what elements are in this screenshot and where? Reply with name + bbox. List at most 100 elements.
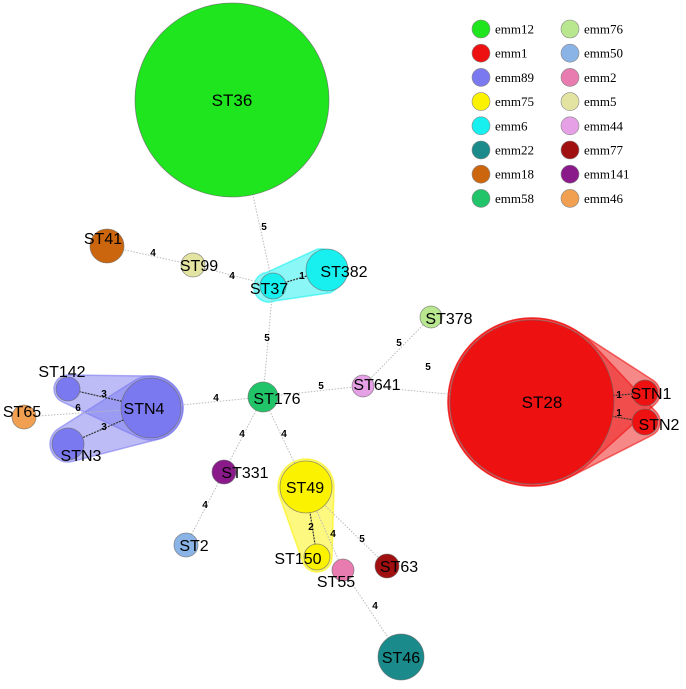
node-label: STN3 [61, 448, 102, 465]
legend-item-emm44: emm44 [560, 116, 623, 136]
legend-label: emm1 [495, 46, 528, 61]
legend-item-emm89: emm89 [471, 68, 534, 87]
legend-swatch [560, 189, 580, 208]
node-label: ST99 [180, 258, 218, 275]
edge-st41-st99 [106, 245, 194, 266]
legend-item-emm1: emm1 [471, 43, 528, 63]
node-label: STN1 [631, 386, 672, 403]
node-stn4[interactable]: STN4 [120, 377, 182, 439]
edge-label: 4 [229, 271, 235, 282]
legend-label: emm75 [495, 94, 534, 109]
node-st55[interactable]: ST55 [317, 558, 355, 591]
node-circle[interactable] [351, 374, 375, 398]
edge-label: 4 [372, 601, 378, 612]
node-st176[interactable]: ST176 [247, 381, 301, 413]
node-circle[interactable] [259, 272, 287, 300]
node-circle[interactable] [374, 553, 400, 579]
node-circle[interactable] [305, 248, 349, 292]
node-st36[interactable]: ST36 [134, 2, 330, 198]
legend-swatch [560, 19, 580, 39]
node-circle[interactable] [211, 459, 237, 485]
node-st63[interactable]: ST63 [374, 553, 418, 579]
node-stn3[interactable]: STN3 [51, 427, 102, 465]
node-circle[interactable] [279, 460, 333, 514]
node-label: STN4 [124, 401, 165, 418]
node-circle[interactable] [180, 252, 206, 278]
node-circle[interactable] [449, 319, 615, 485]
edge-label: 3 [101, 389, 107, 400]
node-circle[interactable] [134, 2, 330, 198]
legend-swatch [471, 164, 491, 184]
legend-item-emm6: emm6 [471, 116, 528, 136]
legend-item-emm75: emm75 [471, 92, 534, 111]
node-circle[interactable] [377, 633, 425, 681]
node-st41[interactable]: ST41 [84, 228, 125, 264]
node-label: ST41 [84, 231, 122, 248]
edge-stn4-st142 [67, 388, 152, 409]
node-circle[interactable] [55, 376, 81, 402]
node-st49[interactable]: ST49 [279, 460, 333, 514]
legend-swatch [471, 189, 491, 208]
node-circle[interactable] [303, 543, 331, 571]
node-label: ST28 [522, 393, 563, 412]
edge-st641-st378 [362, 316, 432, 387]
node-circle[interactable] [331, 558, 355, 582]
legend-swatch [471, 92, 491, 111]
node-st142[interactable]: ST142 [38, 364, 86, 402]
node-circle[interactable] [11, 404, 37, 430]
node-label: ST142 [38, 364, 85, 381]
node-st150[interactable]: ST150 [274, 543, 331, 571]
legend-label: emm76 [584, 22, 623, 37]
node-label: ST37 [250, 281, 288, 298]
edge-label: 4 [239, 429, 245, 440]
edge-st176-st331 [223, 396, 264, 473]
edge-label: 6 [75, 403, 81, 414]
node-st28[interactable]: ST28 [449, 319, 615, 485]
node-st46[interactable]: ST46 [377, 633, 425, 681]
legend: emm12emm1emm89emm75emm6emm22emm18emm58em… [471, 19, 630, 208]
legend-label: emm77 [584, 143, 623, 158]
node-st37[interactable]: ST37 [250, 272, 288, 300]
node-label: ST378 [425, 311, 472, 328]
node-label: ST382 [320, 264, 367, 281]
node-circle[interactable] [120, 377, 182, 439]
node-st331[interactable]: ST331 [211, 459, 269, 485]
edge-label: 4 [330, 529, 336, 540]
node-circle[interactable] [631, 408, 659, 436]
edge-label: 4 [150, 248, 156, 259]
node-circle[interactable] [631, 379, 659, 407]
legend-swatch [471, 68, 491, 87]
node-stn2[interactable]: STN2 [631, 408, 680, 436]
node-stn1[interactable]: STN1 [631, 379, 672, 407]
legend-swatch [471, 19, 491, 39]
legend-label: emm6 [495, 118, 528, 133]
node-st65[interactable]: ST65 [3, 404, 41, 430]
node-circle[interactable] [89, 228, 125, 264]
legend-label: emm46 [584, 191, 623, 206]
node-circle[interactable] [419, 305, 443, 329]
node-circle[interactable] [247, 381, 279, 413]
legend-item-emm50: emm50 [560, 43, 623, 63]
node-st2[interactable]: ST2 [173, 532, 209, 558]
edge-label: 1 [616, 408, 622, 419]
legend-item-emm18: emm18 [471, 164, 534, 184]
legend-label: emm141 [584, 167, 630, 182]
legend-item-emm12: emm12 [471, 19, 534, 39]
node-label: ST55 [317, 574, 355, 591]
legend-label: emm22 [495, 143, 534, 158]
node-circle[interactable] [173, 532, 199, 558]
node-circle[interactable] [51, 427, 85, 461]
node-label: ST331 [221, 465, 268, 482]
edge-st37-st176 [262, 285, 274, 398]
node-st382[interactable]: ST382 [305, 248, 368, 292]
legend-label: emm44 [584, 118, 623, 133]
node-st641[interactable]: ST641 [351, 374, 401, 398]
edge-label: 2 [308, 522, 314, 533]
legend-swatch [560, 140, 580, 160]
node-st99[interactable]: ST99 [180, 252, 218, 278]
node-st378[interactable]: ST378 [419, 305, 473, 329]
edge-label: 5 [396, 338, 402, 349]
